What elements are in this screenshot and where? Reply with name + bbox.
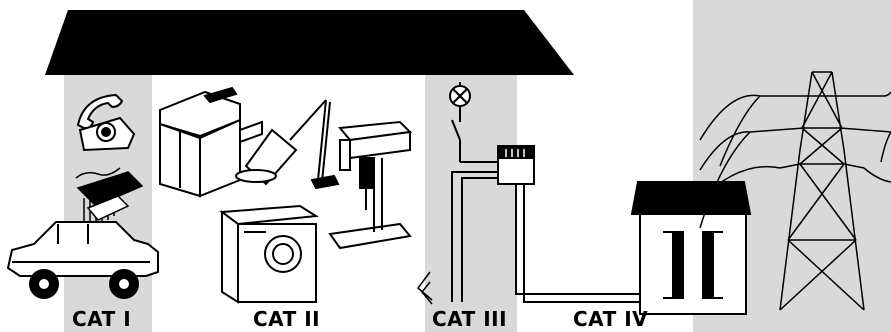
- house-roof: [45, 10, 574, 75]
- cat1-label: CAT I: [72, 307, 132, 331]
- telephone-icon: [76, 93, 136, 152]
- cat3-wiring: [451, 171, 640, 303]
- washing-machine-icon: [219, 204, 320, 304]
- transformer-house-icon: [630, 181, 752, 315]
- cat2-label: CAT II: [253, 307, 321, 331]
- desk-lamp-icon: [235, 99, 340, 190]
- circuit-board-icon: [75, 167, 144, 226]
- outlet-icon: [416, 271, 433, 305]
- cat4-label: CAT IV: [573, 307, 649, 331]
- car-icon: [6, 221, 159, 299]
- photocopier-icon: [159, 86, 263, 198]
- transmission-tower-icon: [699, 71, 891, 311]
- drill-press-icon: [328, 120, 413, 250]
- cat3-zone: [425, 75, 517, 332]
- light-bulb-icon: [449, 82, 471, 122]
- distribution-panel-icon: [497, 145, 535, 185]
- cat3-label: CAT III: [432, 307, 508, 331]
